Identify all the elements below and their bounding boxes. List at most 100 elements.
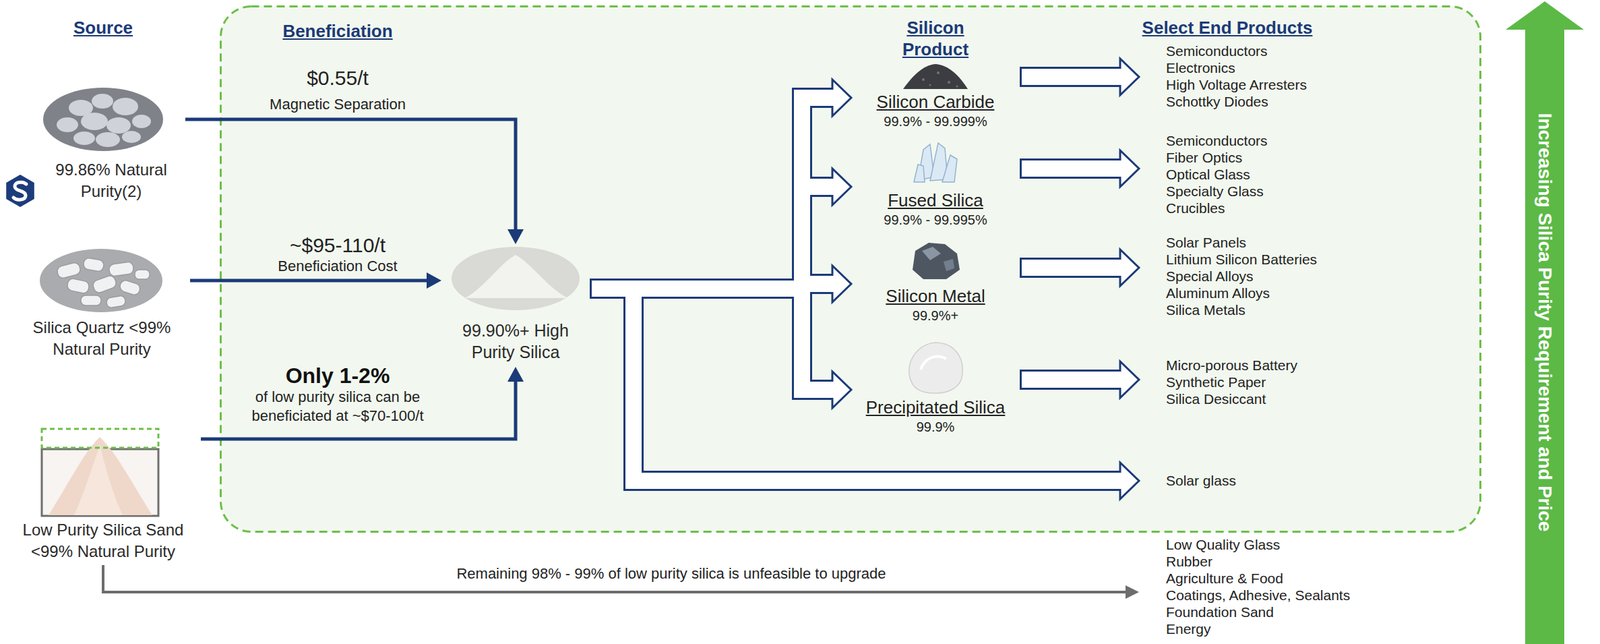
connector-inner [1021,259,1122,276]
purity-arrow: Increasing Silica Purity Requirement and… [1504,0,1586,644]
cost-note: Only 1-2% [285,363,391,387]
sand-pile-picture [41,428,159,516]
edge-label: of low purity silica can be beneficiated… [226,387,449,426]
arrow-head [1120,249,1140,286]
silicon-carbide-picture [903,64,968,89]
cost-note: $0.55/t [306,66,369,90]
arrow-shape [1505,1,1584,644]
connector [200,380,516,439]
source-label: 99.86% Natural Purity(2) [42,159,180,203]
end-product-list: SemiconductorsElectronicsHigh Voltage Ar… [1139,42,1382,110]
end-product-item: Agriculture & Food [1165,569,1390,587]
arrow-head [426,272,442,289]
end-product-item: Optical Glass [1165,165,1377,183]
connector-inner [591,288,1122,481]
silicon-product-box: Silicon Metal99.9%+ [851,239,1020,328]
arrow-head [832,265,852,302]
connector-inner-group [591,76,1122,481]
arrow-head [1120,58,1140,96]
end-product-item: Silica Metals [1165,301,1377,319]
end-product-item: Lithium Silicon Batteries [1165,250,1377,268]
region-outline [221,6,1481,532]
arrow-head [507,366,524,382]
end-product-item: Fiber Optics [1165,148,1377,166]
column-heading: Silicon Product [884,16,987,60]
end-product-list: Solar PanelsLithium Silicon BatteriesSpe… [1139,233,1382,319]
end-product-list: Solar glass [1139,471,1382,489]
end-product-item: Foundation Sand [1165,603,1390,621]
end-product-item: Aluminum Alloys [1165,284,1377,302]
end-product-item: Solar glass [1165,471,1377,489]
silicon-product-label: 99.9%+ [856,305,1015,325]
end-product-list: SemiconductorsFiber OpticsOptical GlassS… [1139,132,1382,217]
edge-label: Beneficiation Cost [274,256,400,276]
connector-inner [591,97,834,289]
end-product-item: Rubber [1165,552,1390,570]
column-heading: Source [73,16,133,39]
silicon-product-label: Silicon Carbide [856,91,1015,112]
arrow-head [1120,361,1140,398]
silicon-product-label: 99.9% [856,417,1015,437]
connector-group [103,76,1127,592]
crystal-picture [43,87,164,151]
fused-silica-picture [913,142,958,182]
silicon-product-box: Precipitated Silica99.9% [851,340,1020,439]
end-product-item: Coatings, Adhesive, Sealants [1165,586,1390,604]
arrow-head [832,371,852,408]
silicon-metal-picture [912,242,960,280]
end-product-item: Synthetic Paper [1165,373,1377,391]
logo-hexagon [6,174,35,207]
source-box: 99.86% Natural Purity(2) [37,86,186,205]
cost-note: ~$95-110/t [289,233,386,257]
arrow-head [1125,585,1140,599]
end-product-item: Silica Desiccant [1165,390,1377,408]
end-product-item: Schottky Diodes [1165,93,1377,110]
end-product-item: Electronics [1165,59,1377,77]
arrow-label: Increasing Silica Purity Requirement and… [1533,112,1556,532]
connector-inner [1021,371,1122,388]
beneficiation-region: Beneficiation99.90%+ High Purity SilicaS… [219,5,1482,533]
end-product-item: Semiconductors [1165,42,1377,60]
connector-inner [1021,160,1122,177]
connector [103,564,1127,592]
silicon-product-label: Silicon Metal [856,285,1015,306]
end-product-item: Energy [1165,620,1390,637]
end-product-item: Low Quality Glass [1165,535,1390,553]
silicon-product-box: Fused Silica99.9% - 99.995% [851,141,1020,232]
quartz-picture [39,248,163,313]
column-heading: Select End Products [1142,16,1313,39]
arrow-head [507,229,524,244]
silicon-product-label: Fused Silica [856,190,1015,211]
end-product-item: Crucibles [1165,199,1377,217]
connector-inner [1021,68,1122,85]
source-box: Silica Quartz <99% Natural Purity [13,246,191,363]
arrow-head [1120,462,1140,499]
arrow-head [832,168,852,205]
silicon-product-label: 99.9% - 99.999% [856,111,1015,131]
end-product-item: Micro-porous Battery [1165,356,1377,374]
connector-inner [591,186,834,289]
source-box: Low Purity Silica Sand <99% Natural Puri… [5,424,201,565]
end-product-item: Semiconductors [1165,132,1377,149]
region-heading: Beneficiation [282,20,393,42]
connector [185,119,516,231]
high-purity-sand-picture [451,246,580,311]
product-label: 99.90%+ High Purity Silica [446,319,585,363]
arrow-head [832,79,852,116]
connector [190,279,428,283]
end-product-item: High Voltage Arresters [1165,76,1377,94]
end-product-list: Low Quality GlassRubberAgriculture & Foo… [1139,535,1396,637]
end-product-item: Solar Panels [1165,233,1377,251]
source-label: Silica Quartz <99% Natural Purity [18,316,185,360]
end-product-item: Special Alloys [1165,267,1377,285]
end-product-item: Specialty Glass [1165,182,1377,200]
silicon-product-label: 99.9% - 99.995% [856,210,1015,230]
arrow-head [1120,150,1140,187]
silicon-product-label: Precipitated Silica [856,396,1015,418]
source-label: Low Purity Silica Sand <99% Natural Puri… [10,518,196,563]
product-box: 99.90%+ High Purity Silica [441,243,590,367]
edge-label: Remaining 98% - 99% of low purity silica… [453,564,889,583]
precipitated-silica-picture [909,342,963,393]
edge-label: Magnetic Separation [266,95,409,114]
